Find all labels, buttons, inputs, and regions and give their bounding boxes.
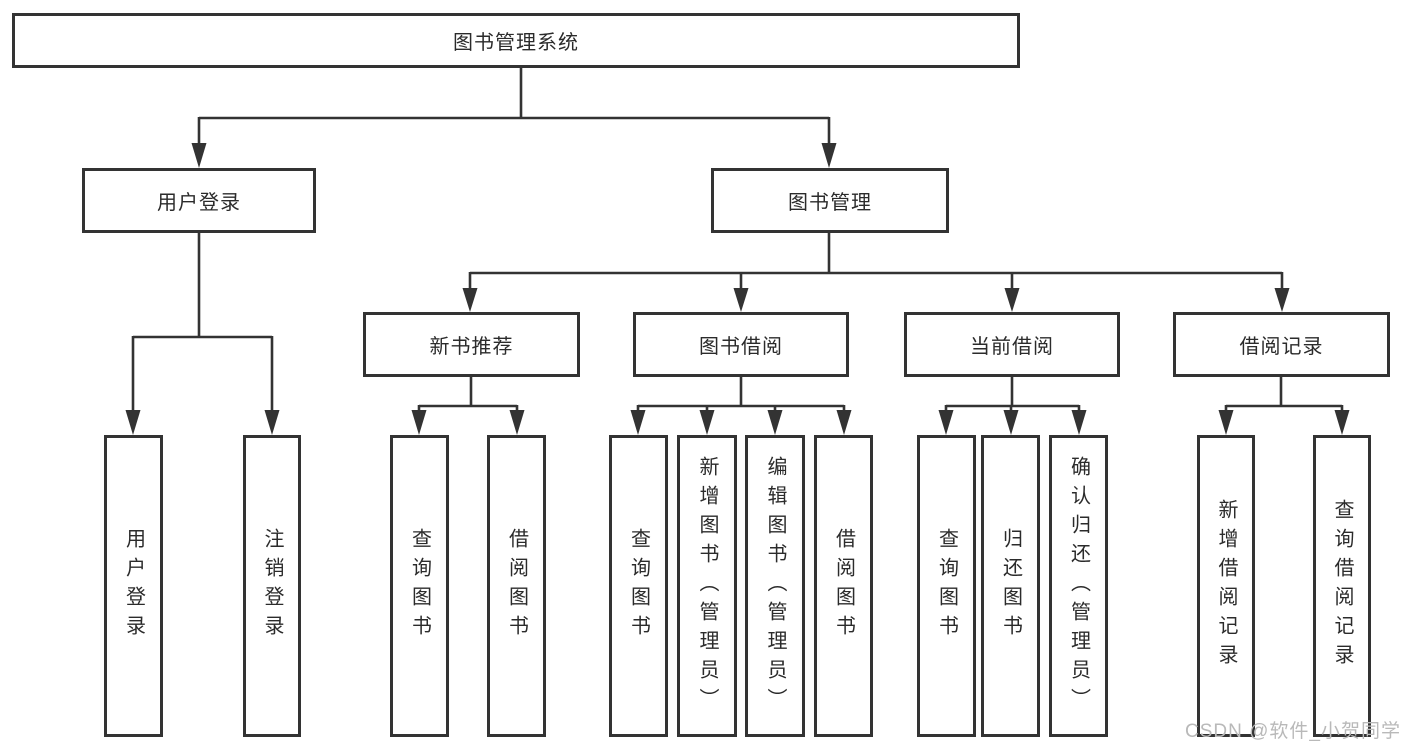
- node-current-borrow: 当前借阅: [904, 312, 1120, 377]
- node-label: 图书管理系统: [453, 32, 579, 54]
- leaf-add-books-admin: 新增图书（管理员）: [677, 435, 737, 737]
- node-book-borrow: 图书借阅: [633, 312, 849, 377]
- leaf-borrow-books-recommend: 借阅图书: [487, 435, 546, 737]
- node-label: 图书借阅: [699, 336, 783, 358]
- node-user-login: 用户登录: [82, 168, 316, 233]
- node-label: 借阅图书: [832, 528, 855, 644]
- csdn-watermark: CSDN @软件_小贺同学: [1185, 721, 1401, 742]
- node-label: 查询图书: [627, 528, 650, 644]
- node-label: 借阅图书: [505, 528, 528, 644]
- node-label: 当前借阅: [970, 336, 1054, 358]
- node-label: 新增借阅记录: [1215, 499, 1237, 673]
- node-borrow-records: 借阅记录: [1173, 312, 1390, 377]
- arrowheads: [125, 143, 1350, 435]
- node-label: 用户登录: [157, 192, 241, 214]
- leaf-query-borrow-record: 查询借阅记录: [1313, 435, 1371, 737]
- node-label: 编辑图书（管理员）: [764, 455, 786, 717]
- leaf-query-books-recommend: 查询图书: [390, 435, 449, 737]
- leaf-borrow-books: 借阅图书: [814, 435, 873, 737]
- node-label: 图书管理: [788, 192, 872, 214]
- leaf-logout-login: 注销登录: [243, 435, 301, 737]
- node-new-book-recommend: 新书推荐: [363, 312, 580, 377]
- node-label: 归还图书: [999, 528, 1022, 644]
- leaf-return-books: 归还图书: [981, 435, 1040, 737]
- leaf-edit-books-admin: 编辑图书（管理员）: [745, 435, 805, 737]
- leaf-confirm-return-admin: 确认归还（管理员）: [1049, 435, 1108, 737]
- leaf-query-books-current: 查询图书: [917, 435, 976, 737]
- leaf-query-books-borrow: 查询图书: [609, 435, 668, 737]
- node-label: 用户登录: [122, 528, 145, 644]
- leaf-add-borrow-record: 新增借阅记录: [1197, 435, 1255, 737]
- node-label: 查询图书: [935, 528, 958, 644]
- node-label: 新增图书（管理员）: [696, 455, 718, 717]
- node-label: 确认归还（管理员）: [1067, 455, 1090, 717]
- node-label: 查询借阅记录: [1331, 499, 1353, 673]
- node-book-management: 图书管理: [711, 168, 949, 233]
- leaf-user-login: 用户登录: [104, 435, 163, 737]
- node-label: 新书推荐: [429, 336, 514, 358]
- node-label: 查询图书: [408, 528, 431, 644]
- node-label: 借阅记录: [1239, 336, 1324, 358]
- node-library-system: 图书管理系统: [12, 13, 1020, 68]
- node-label: 注销登录: [261, 528, 283, 644]
